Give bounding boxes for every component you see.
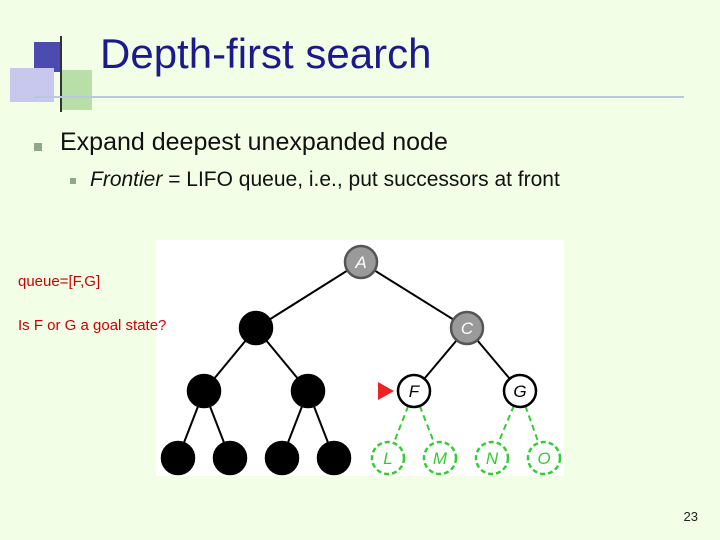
tree-node-circle-c [449,310,485,346]
sub-bullet-rest: = LIFO queue, i.e., put successors at fr… [162,168,560,191]
tree-node-circle-i [212,440,248,476]
tree-svg: A C F G L M N O [160,244,562,476]
tree-node-label-o: O [537,449,550,468]
tree-node-c: C [449,310,485,346]
goal-question: Is F or G a goal state? [18,317,167,334]
tree-edge-B-D [213,339,247,380]
tree-node-circle-d [186,373,222,409]
page-number: 23 [683,509,698,524]
tree-node-label-c: C [461,319,474,338]
tree-node-k [316,440,352,476]
tree-edge-A-B [269,269,348,321]
tree-node-label-a: A [354,253,366,272]
tree-node-circle-n [474,440,510,476]
tree-node-circle-e [290,373,326,409]
tree-node-m: M [422,440,458,476]
tree-node-label-n: N [486,449,499,468]
queue-annotation: queue=[F,G] [18,273,101,290]
tree-edge-D-I [208,405,226,444]
tree-node-label-f: F [409,382,421,401]
deco-vertical-line [60,36,62,112]
tree-edge-B-E [265,339,299,380]
tree-node-a: A [343,244,379,280]
tree-edge-G-N [497,405,515,444]
deco-blue-square [34,42,62,72]
tree-edge-C-G [476,339,511,380]
tree-node-circle-k [316,440,352,476]
tree-node-h [160,440,196,476]
tree-node-l: L [370,440,406,476]
tree-node-circle-g [502,373,538,409]
tree-edge-F-L [392,405,410,444]
next-expansion-marker [378,382,394,400]
sub-bullet-marker [70,178,76,184]
bullet-marker [34,143,42,151]
tree-node-g: G [502,373,538,409]
tree-node-circle-a [343,244,379,280]
tree-edge-E-J [286,405,304,444]
tree-node-circle-l [370,440,406,476]
tree-node-label-m: M [433,449,448,468]
tree-node-circle-m [422,440,458,476]
tree-node-label-g: G [513,382,526,401]
tree-node-d [186,373,222,409]
tree-node-o: O [526,440,562,476]
tree-edge-F-M [418,405,436,444]
bullet-text: Expand deepest unexpanded node [60,128,448,156]
deco-green-square [60,70,92,110]
tree-edge-G-O [524,405,540,444]
sub-bullet-text: Frontier = LIFO queue, i.e., put success… [90,168,560,192]
tree-diagram: A C F G L M N O [156,240,564,476]
tree-node-label-l: L [383,449,392,468]
tree-node-n: N [474,440,510,476]
tree-node-circle-h [160,440,196,476]
tree-node-circle-b [238,310,274,346]
tree-node-circle-o [526,440,562,476]
tree-node-b [238,310,274,346]
tree-node-circle-j [264,440,300,476]
sub-bullet-italic: Frontier [90,168,163,191]
tree-edge-A-C [374,269,454,321]
title-rule [34,96,684,98]
tree-edge-C-F [423,339,458,380]
tree-node-f: F [396,373,432,409]
tree-node-e [290,373,326,409]
tree-node-i [212,440,248,476]
slide-title: Depth-first search [100,30,432,77]
tree-edge-E-K [312,405,330,444]
tree-edge-D-H [182,405,200,444]
tree-node-circle-f [396,373,432,409]
tree-node-j [264,440,300,476]
